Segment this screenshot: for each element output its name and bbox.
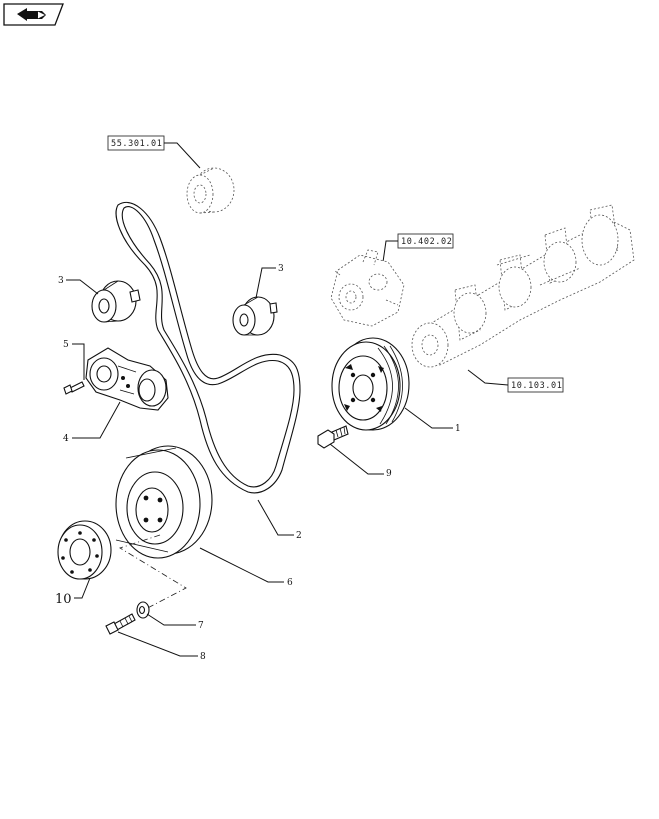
part-5-screw[interactable] <box>63 381 85 395</box>
part-9-bolt[interactable] <box>317 425 349 449</box>
leader-3a <box>66 279 99 295</box>
part-6-large-pulley[interactable] <box>115 445 213 559</box>
callout-7: 7 <box>198 621 204 631</box>
leader-ref-b <box>382 240 398 263</box>
reference-label: 55.301.01 <box>111 139 162 149</box>
reference-label: 10.103.01 <box>511 381 562 391</box>
alignment-line <box>119 534 187 613</box>
callout-6: 6 <box>287 578 293 588</box>
leader-5 <box>72 343 85 380</box>
part-10-hub-flange[interactable] <box>57 520 112 580</box>
leader-10 <box>74 577 91 599</box>
reference-10-402-02[interactable]: 10.402.02 <box>397 233 454 249</box>
part-3-idler-left[interactable] <box>91 280 141 323</box>
reference-label: 10.402.02 <box>401 237 452 247</box>
leader-4 <box>72 401 121 439</box>
part-1-crank-pulley[interactable] <box>331 337 410 431</box>
leader-ref-c <box>467 369 509 386</box>
part-3-idler-right[interactable] <box>232 296 278 336</box>
part-4-tensioner[interactable] <box>85 347 169 411</box>
ghost-water-pump <box>330 249 405 327</box>
callout-3a: 3 <box>58 276 64 286</box>
callout-8: 8 <box>200 652 206 662</box>
ghost-crankshaft <box>411 204 635 368</box>
leader-6 <box>199 547 284 583</box>
callout-1: 1 <box>455 424 461 434</box>
callout-2: 2 <box>296 531 302 541</box>
reference-10-103-01[interactable]: 10.103.01 <box>507 377 564 393</box>
part-7-washer[interactable] <box>136 601 150 619</box>
reference-55-301-01[interactable]: 55.301.01 <box>107 135 165 151</box>
callout-4: 4 <box>63 434 69 444</box>
leader-3b <box>255 267 276 299</box>
ghost-pulley-top <box>186 167 235 214</box>
callout-5: 5 <box>63 340 69 350</box>
callout-9: 9 <box>386 469 392 479</box>
callout-10: 10 <box>55 592 72 607</box>
leader-9 <box>329 443 384 475</box>
leader-8 <box>117 631 198 657</box>
leader-1 <box>404 407 453 429</box>
leader-2 <box>257 499 294 536</box>
leader-7 <box>146 613 196 626</box>
part-8-bolt[interactable] <box>105 613 136 635</box>
callout-3b: 3 <box>278 264 284 274</box>
leader-ref-a <box>164 142 201 169</box>
back-nav-button[interactable] <box>0 0 80 30</box>
part-2-belt[interactable] <box>115 201 301 494</box>
back-arrow-icon <box>17 8 46 21</box>
